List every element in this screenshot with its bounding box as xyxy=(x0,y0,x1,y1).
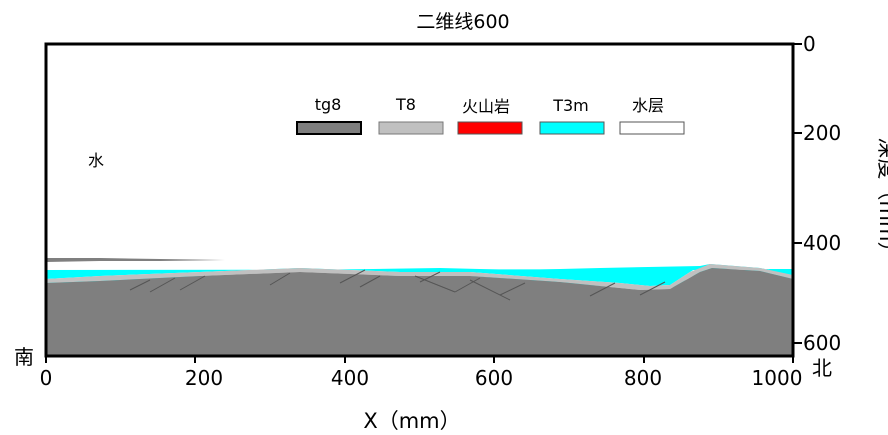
x-axis-label: X（mm） xyxy=(363,409,460,433)
y-tick-600: 600 xyxy=(803,331,841,355)
legend-label-volcanic: 火山岩 xyxy=(462,97,510,116)
fault-lines xyxy=(129,269,666,301)
x-tick-1000: 1000 xyxy=(752,366,803,390)
layer-tg8-wedge xyxy=(46,258,225,262)
legend-swatch-t3m xyxy=(539,121,605,135)
legend-label-t3m: T3m xyxy=(552,96,589,115)
water-region-label: 水 xyxy=(88,151,104,170)
plot-frame xyxy=(44,42,795,358)
y-tick-400: 400 xyxy=(803,231,841,255)
layer-t3m-main xyxy=(46,264,793,286)
y-tick-0: 0 xyxy=(803,32,816,56)
x-tick-0: 0 xyxy=(40,366,53,390)
x-axis-ticks xyxy=(45,356,794,363)
x-tick-400: 400 xyxy=(331,366,369,390)
legend-label-water-layer: 水层 xyxy=(632,96,664,115)
south-label: 南 xyxy=(14,345,34,369)
y-axis-label: 深度（mm） xyxy=(875,138,888,263)
legend-swatch-water-layer xyxy=(619,121,685,135)
x-tick-200: 200 xyxy=(185,366,223,390)
figure-title: 二维线600 xyxy=(416,11,509,33)
legend: tg8 T8 火山岩 T3m 水层 xyxy=(296,95,685,135)
legend-swatch-tg8 xyxy=(296,121,362,135)
legend-swatch-t8 xyxy=(378,121,444,135)
x-tick-800: 800 xyxy=(624,366,662,390)
y-tick-200: 200 xyxy=(803,121,841,145)
legend-label-t8: T8 xyxy=(395,95,416,114)
x-tick-600: 600 xyxy=(475,366,513,390)
layer-t8 xyxy=(46,264,793,290)
legend-swatch-volcanic xyxy=(457,121,523,135)
north-label: 北 xyxy=(812,356,832,380)
layer-tg8 xyxy=(46,268,793,356)
y-axis-ticks xyxy=(793,43,802,344)
legend-label-tg8: tg8 xyxy=(315,95,342,114)
